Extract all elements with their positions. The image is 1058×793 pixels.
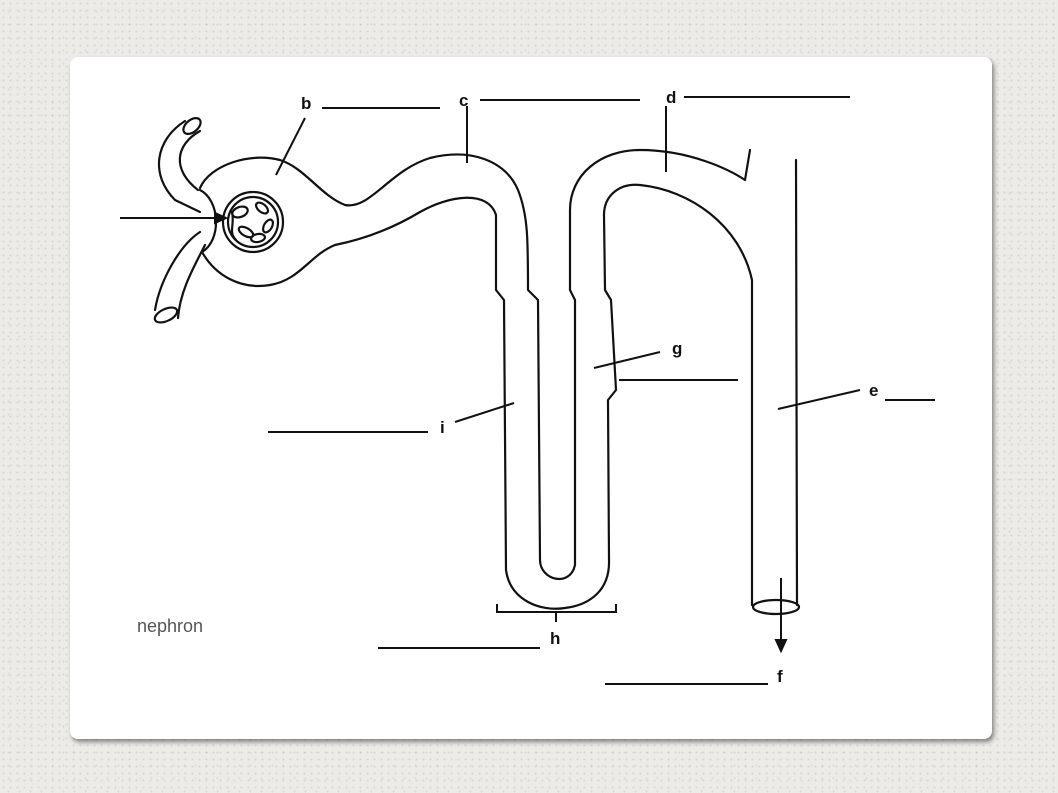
leader-line-g — [593, 351, 661, 369]
arterioles — [153, 116, 207, 324]
label-h: h — [550, 629, 560, 648]
label-i: i — [440, 418, 445, 437]
diagram-caption: nephron — [137, 616, 203, 636]
arrow-head-a — [214, 211, 229, 225]
glomerulus — [221, 190, 285, 254]
label-b: b — [301, 94, 311, 113]
label-g: g — [672, 339, 682, 358]
tubule-walls — [198, 148, 801, 616]
leader-line-b — [275, 117, 306, 176]
label-d: d — [666, 88, 676, 107]
leader-line-e — [777, 389, 861, 410]
leader-line-i — [454, 402, 515, 423]
diagram-card — [70, 57, 992, 739]
label-e: e — [869, 381, 878, 400]
urine-flow-arrow-icon — [774, 639, 788, 654]
label-c: c — [459, 91, 468, 110]
label-f: f — [777, 667, 783, 686]
